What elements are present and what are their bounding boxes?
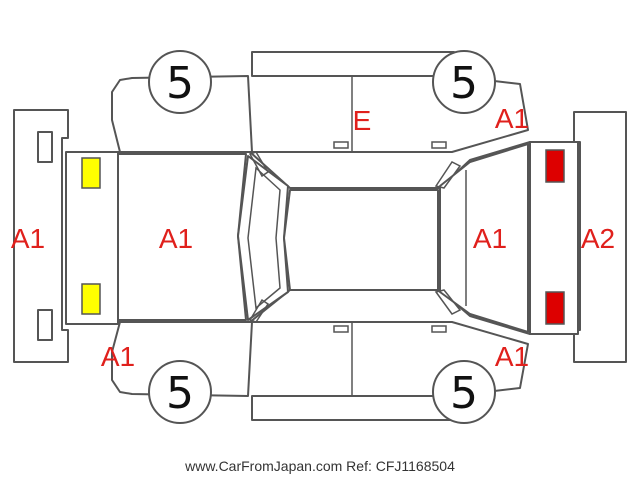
- rear-pillar-right: [434, 161, 462, 189]
- left-front-door-handle: [333, 325, 349, 333]
- rear-marker-top: [545, 149, 565, 183]
- right-front-door-handle: [333, 141, 349, 149]
- front-bumper-light-bottom: [37, 309, 53, 341]
- tire-front-left-grade: 5: [166, 368, 194, 419]
- tire-rear-left-circle: [432, 360, 496, 424]
- front-bumper: [13, 109, 69, 363]
- code-right-rear-door: E: [353, 105, 372, 136]
- rear-marker-bottom: [545, 291, 565, 325]
- footer-reference: www.CarFromJapan.com Ref: CFJ1168504: [185, 458, 455, 474]
- left-side-step-bottom: [251, 395, 455, 421]
- tire-front-left: 5: [148, 360, 212, 424]
- tire-front-right-grade: 5: [166, 58, 194, 109]
- right-rear-door-handle: [431, 141, 447, 149]
- right-side-body: [252, 75, 529, 153]
- tire-rear-right-grade: 5: [450, 58, 478, 109]
- tire-rear-left-grade: 5: [450, 368, 478, 419]
- front-marker-bottom: [81, 283, 101, 315]
- rear-pillar-left: [434, 289, 462, 315]
- top-view-body: [117, 141, 531, 335]
- code-roof: A1: [473, 223, 507, 254]
- windshield: [237, 155, 289, 321]
- mirror-left: [248, 298, 270, 323]
- tire-front-right: 5: [148, 50, 212, 114]
- windshield-inner: [247, 166, 281, 310]
- tire-front-left-circle: [148, 360, 212, 424]
- left-side-body: [252, 321, 529, 397]
- rear-window: [439, 143, 529, 333]
- front-marker-top: [81, 157, 101, 189]
- code-rear-bumper: A2: [581, 223, 615, 254]
- code-front-bumper: A1: [11, 223, 45, 254]
- front-bumper-light-top: [37, 131, 53, 163]
- tire-rear-right-circle: [432, 50, 496, 114]
- right-side-step-top: [251, 51, 455, 77]
- code-right-rear-quarter: A1: [495, 103, 529, 134]
- tire-rear-right: 5: [432, 50, 496, 114]
- tire-front-right-circle: [148, 50, 212, 114]
- code-left-rear-quarter: A1: [495, 341, 529, 372]
- roof: [283, 189, 439, 291]
- left-rear-door-handle: [431, 325, 447, 333]
- mirror-right: [248, 151, 270, 178]
- code-left-front-fender: A1: [101, 341, 135, 372]
- code-hood: A1: [159, 223, 193, 254]
- tire-rear-left: 5: [432, 360, 496, 424]
